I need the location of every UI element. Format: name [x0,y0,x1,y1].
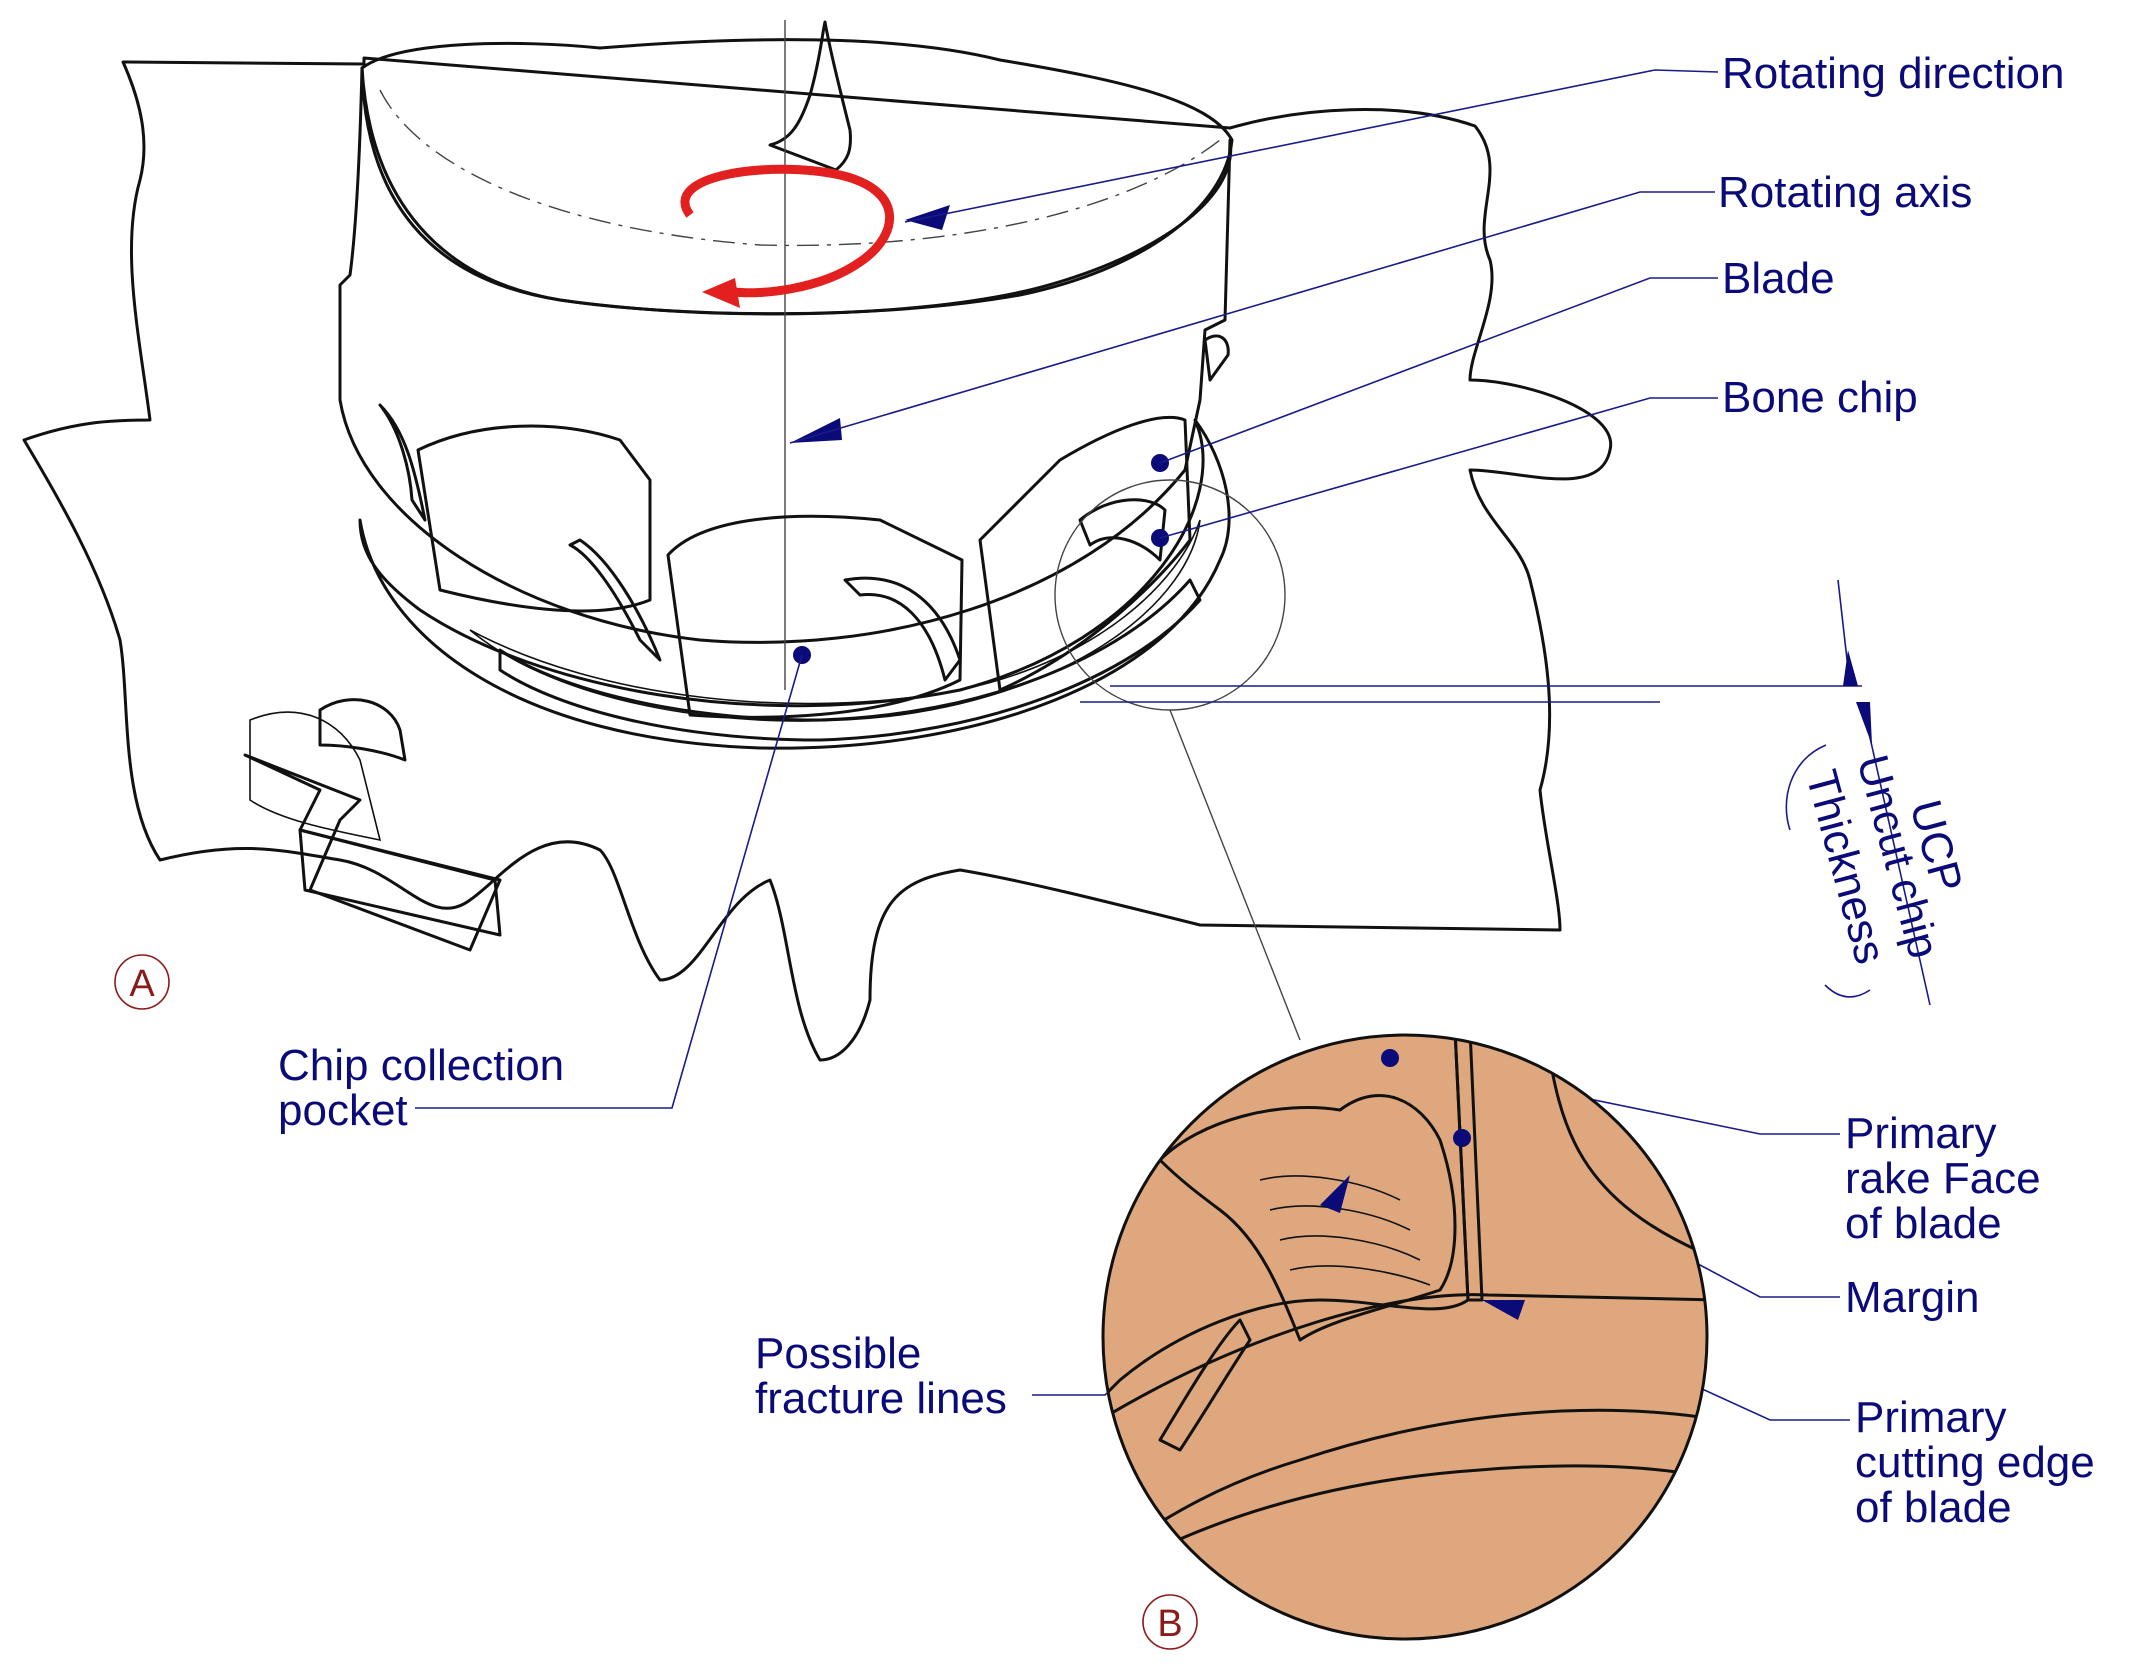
leader-chip-pocket [415,654,803,1109]
bone-ridge-left [318,698,407,762]
bone-surface [22,56,1613,1062]
label-margin: Margin [1845,1273,1980,1322]
label-rotating-direction: Rotating direction [1722,49,2064,98]
leader-rotating-axis [789,191,1715,444]
rotating-axis-arrowhead [790,418,842,443]
bone-notch-lower [298,828,502,937]
blade-center [666,514,964,719]
blade-right [978,415,1192,692]
thickness-bracket [1824,984,1871,998]
bone-workpiece [22,56,1613,1062]
label-fracture-2: fracture lines [755,1374,1007,1423]
ucp-arrow-top [1843,650,1858,686]
rotation-arrowhead-icon [702,278,740,308]
drill-tool [338,20,1234,742]
detail-tool-face [1103,1035,1470,1402]
blade-left [416,424,652,613]
leader-bone-chip [1159,397,1718,539]
tool-top-face [360,38,1234,316]
ucp-arrow-bottom [1856,702,1872,745]
detail-circle-outline [1101,1033,1709,1641]
detail-slot [1158,1318,1252,1452]
view-a-label: A [129,963,155,1005]
label-fracture-1: Possible [755,1329,921,1378]
chip-center [843,576,962,682]
cutting-edge-arrowhead [1482,1300,1525,1320]
margin-dot [1453,1129,1471,1147]
label-cutting-edge-3: of blade [1855,1483,2012,1532]
label-rake-1: Primary [1845,1109,1997,1158]
leader-blade [1159,277,1718,464]
detail-connector-left [1169,709,1301,1041]
view-a-marker [114,954,170,1010]
view-b-label: B [1157,1603,1182,1645]
tool-axis-fin [768,20,852,172]
label-cutting-edge-1: Primary [1855,1393,2007,1442]
label-rake-3: of blade [1845,1199,2002,1248]
bone-notch-left [243,753,502,952]
rotation-arrow-icon [680,164,895,298]
label-chip-collection-1: Chip collection [278,1041,564,1090]
label-rake-2: rake Face [1845,1154,2041,1203]
label-bone-chip: Bone chip [1722,373,1918,422]
label-rotating-axis: Rotating axis [1718,168,1972,217]
label-chip-collection-2: pocket [278,1086,408,1135]
hole-rim-outer [358,418,1231,750]
top-face-dashed-circle [379,89,1221,247]
view-b-marker [1142,1594,1198,1650]
detail-bone-bg [1103,1035,1707,1639]
label-cutting-edge-2: cutting edge [1855,1438,2095,1487]
ucp-dim-bottom [1861,701,1931,1006]
tool-cutting-ring [498,578,1202,742]
fracture-arrowhead [1320,1175,1350,1213]
leader-lines [415,69,1931,1421]
detail-bone-chip [1158,1094,1457,1342]
leader-rotating-direction [904,69,1719,223]
labels: Rotating direction Rotating axis Blade B… [114,49,2095,1650]
chip-right-top [1203,334,1230,382]
detail-view-b [1101,1033,1709,1641]
chip-left-2 [568,538,662,662]
detail-cutting-band [1103,1293,1707,1562]
chip-left-1 [378,403,427,522]
bone-shadow-left [249,711,382,842]
label-blade: Blade [1722,254,1835,303]
uncut-chip-bracket [1785,744,1827,831]
rake-face-dot [1381,1049,1399,1067]
